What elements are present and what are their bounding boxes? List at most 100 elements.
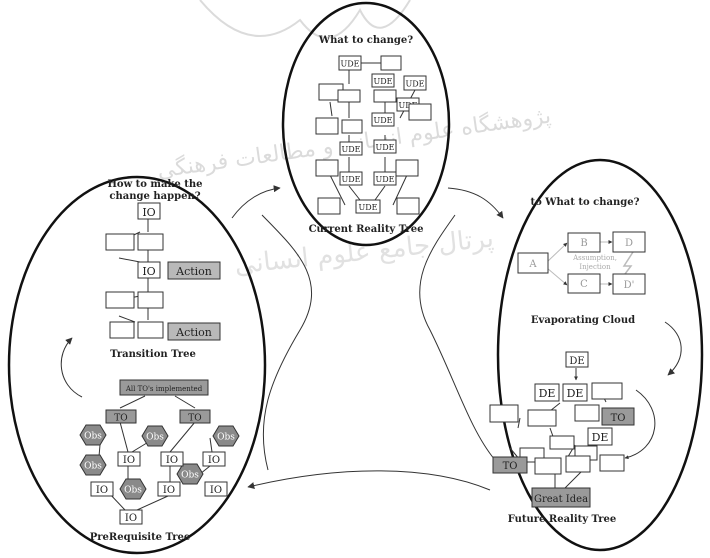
frt-de-box xyxy=(565,351,589,368)
frt-great-idea-box xyxy=(531,487,591,508)
ec-a-label: A xyxy=(528,259,537,270)
crt-box xyxy=(315,159,339,177)
ec-c-label: C xyxy=(580,279,588,290)
crt-ude-label: UDE xyxy=(374,77,393,86)
prt-obs-label: Obs xyxy=(146,433,164,443)
prt-to-box xyxy=(179,409,211,424)
current-reality-tree: What to change? UDE UDE UDE xyxy=(309,35,432,235)
crt-ude-label: UDE xyxy=(342,175,361,184)
tt-caption: Transition Tree xyxy=(110,349,196,360)
prt-all-to-box xyxy=(119,379,209,396)
frt-to-label: TO xyxy=(503,461,518,472)
crt-ude-label: UDE xyxy=(376,175,395,184)
ec-c-box xyxy=(567,273,601,294)
prt-io-box xyxy=(119,509,143,525)
prerequisite-tree: All TO's implemented TO TO Obs Obs xyxy=(79,379,240,543)
prt-io-label: IO xyxy=(208,455,220,466)
tt-io-box xyxy=(137,202,161,220)
crt-ude-box xyxy=(373,139,397,154)
prt-obs-hex: Obs xyxy=(176,463,204,485)
crt-ude-label: UDE xyxy=(399,101,418,110)
prt-to-label: TO xyxy=(114,414,127,424)
current-reality-ellipse xyxy=(281,1,451,247)
ec-question: to What to change? xyxy=(531,197,640,208)
tt-io-label: IO xyxy=(142,206,155,219)
frt-de-label: DE xyxy=(567,387,584,400)
crt-ude-box xyxy=(371,73,395,88)
ec-d-label: D xyxy=(625,238,633,249)
crt-ude-label: UDE xyxy=(376,143,395,152)
frt-de-label: DE xyxy=(569,356,584,367)
frt-to-box xyxy=(601,407,635,426)
evaporating-cloud: to What to change? A B C D D' Assumption… xyxy=(517,197,646,326)
tt-box xyxy=(105,233,135,251)
frt-box xyxy=(565,455,591,473)
prt-caption: PreRequisite Tree xyxy=(90,532,190,543)
frt-box xyxy=(574,404,600,422)
watermark-emblem xyxy=(199,0,411,39)
crt-ude-box xyxy=(339,171,363,186)
frt-box xyxy=(527,409,557,427)
transition-tree: How to make the change happen? IO IO Act… xyxy=(105,179,221,360)
frt-caption: Future Reality Tree xyxy=(508,514,617,525)
future-reality-ellipse xyxy=(496,158,704,552)
prt-io-label: IO xyxy=(210,485,222,496)
tt-io-box xyxy=(137,261,161,279)
tt-action-label: Action xyxy=(175,265,212,278)
prt-obs-label: Obs xyxy=(124,486,142,496)
prt-io-box xyxy=(90,481,114,497)
cycle-arrow-top-left xyxy=(231,185,281,219)
ec-conflict-bolt xyxy=(621,251,634,279)
crt-box xyxy=(380,55,402,71)
prt-io-label: IO xyxy=(163,485,175,496)
crt-ude-label: UDE xyxy=(406,80,425,89)
frt-to-label: TO xyxy=(611,413,626,424)
tt-action-box xyxy=(167,322,221,341)
crt-ude-box xyxy=(373,171,397,186)
prt-io-box xyxy=(157,481,181,497)
frt-de-box xyxy=(534,383,560,402)
crt-box xyxy=(317,197,341,215)
crt-ude-label: UDE xyxy=(341,60,360,69)
prt-io-label: IO xyxy=(166,455,178,466)
crt-question: What to change? xyxy=(318,35,413,46)
frt-feedback-loop xyxy=(624,389,656,460)
future-reality-tree: DE DE DE TO DE TO Great Idea Future Real… xyxy=(489,351,656,525)
frt-box xyxy=(591,382,623,400)
crt-box xyxy=(395,159,419,177)
ec-d-box xyxy=(612,231,646,253)
crt-box xyxy=(396,197,420,215)
prt-obs-label: Obs xyxy=(84,432,102,442)
frt-box xyxy=(534,457,562,475)
prerequisite-ellipse xyxy=(7,175,267,555)
tt-io-label: IO xyxy=(142,265,155,278)
crt-ude-box xyxy=(403,75,427,91)
tt-action-label: Action xyxy=(175,326,212,339)
frt-box xyxy=(599,454,625,472)
ec-injection-line1: Assumption, xyxy=(572,254,617,262)
crt-box xyxy=(373,89,397,103)
tt-question-line1: How to make the xyxy=(107,179,202,190)
frt-de-box xyxy=(562,383,588,402)
prt-to-label: TO xyxy=(188,414,201,424)
tt-box xyxy=(105,291,135,309)
prt-obs-hex: Obs xyxy=(79,424,107,446)
prt-io-label: IO xyxy=(123,455,135,466)
tt-question-line2: change happen? xyxy=(109,191,200,202)
prt-io-label: IO xyxy=(125,513,137,524)
prt-io-box xyxy=(202,451,226,467)
ec-d-prime-label: D' xyxy=(624,280,635,291)
prt-to-box xyxy=(105,409,137,424)
crt-box xyxy=(315,117,339,135)
ec-injection-line2: Injection xyxy=(579,263,611,271)
tt-box xyxy=(137,291,164,309)
crt-ude-box xyxy=(339,141,363,156)
crt-caption: Current Reality Tree xyxy=(309,224,424,235)
crt-ude-box xyxy=(338,55,362,71)
frt-to-box xyxy=(492,456,528,474)
frt-great-idea-label: Great Idea xyxy=(534,494,588,505)
tt-box xyxy=(137,321,164,339)
prt-obs-label: Obs xyxy=(217,433,235,443)
ec-caption: Evaporating Cloud xyxy=(531,315,635,326)
frt-box xyxy=(489,404,519,423)
